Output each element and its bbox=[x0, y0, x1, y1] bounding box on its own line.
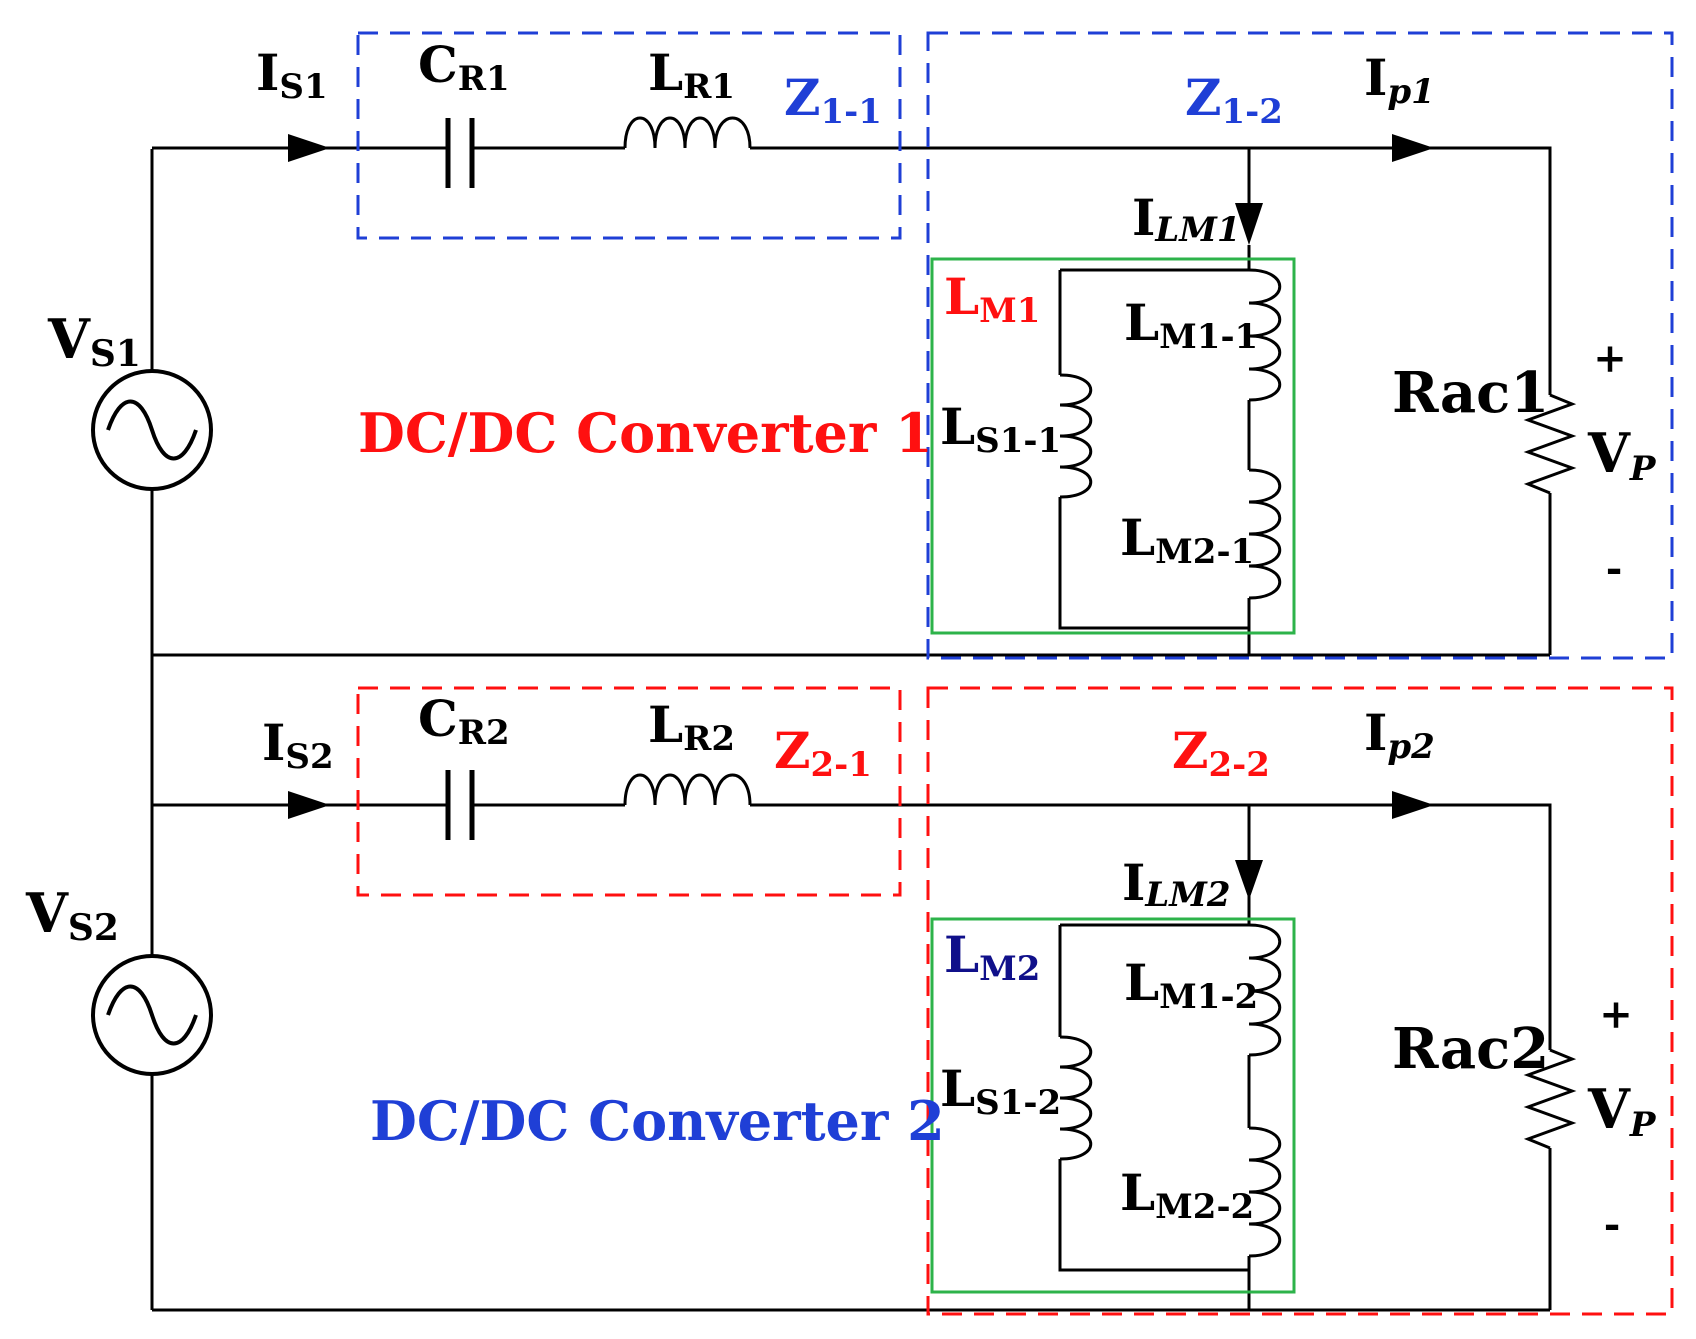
label-cr2: CR2 bbox=[418, 689, 510, 753]
wires-converter-1 bbox=[150, 146, 1552, 1310]
label-z21: Z2-1 bbox=[774, 721, 872, 785]
label-converter-2: DC/DC Converter 2 bbox=[370, 1089, 945, 1153]
label-lm2-group: LM2 bbox=[944, 925, 1040, 989]
arrow-is1 bbox=[288, 134, 330, 162]
label-is2: IS2 bbox=[262, 713, 334, 777]
ac-source-2 bbox=[91, 954, 213, 1076]
arrow-ip2 bbox=[1392, 791, 1434, 819]
arrow-ilm2 bbox=[1235, 860, 1263, 900]
label-ilm2: ILM2 bbox=[1122, 853, 1231, 915]
label-converter-1: DC/DC Converter 1 bbox=[358, 401, 933, 465]
label-lm2-1: LM2-1 bbox=[1120, 508, 1254, 572]
ac-source-1 bbox=[91, 369, 213, 491]
label-lm1-group: LM1 bbox=[944, 267, 1040, 331]
label-is1: IS1 bbox=[256, 43, 328, 107]
label-ls1-1: LS1-1 bbox=[940, 397, 1061, 461]
lm1-group-box bbox=[930, 257, 1296, 635]
inductor-lr1 bbox=[623, 116, 752, 149]
capacitor-cr1 bbox=[445, 118, 475, 188]
label-lr1: LR1 bbox=[648, 43, 735, 107]
label-vp1: VP bbox=[1587, 421, 1657, 489]
capacitor-cr2 bbox=[445, 770, 475, 840]
label-ip2: Ip2 bbox=[1364, 703, 1435, 767]
label-z12: Z1-2 bbox=[1185, 68, 1283, 132]
z11-box bbox=[356, 31, 902, 240]
z12-box bbox=[926, 31, 1674, 660]
z22-box bbox=[926, 686, 1674, 1316]
label-vs2: VS2 bbox=[25, 881, 119, 949]
label-ip1: Ip1 bbox=[1364, 48, 1435, 112]
label-z11: Z1-1 bbox=[784, 68, 882, 132]
arrow-is2 bbox=[288, 791, 330, 819]
coil-ls1-1 bbox=[1059, 373, 1092, 499]
coil-lm1-2 bbox=[1248, 923, 1281, 1057]
label-rac2: Rac2 bbox=[1392, 1016, 1549, 1082]
lm2-group-box bbox=[930, 917, 1296, 1294]
coil-ls1-2 bbox=[1059, 1035, 1092, 1161]
label-vp1-plus: + bbox=[1593, 335, 1627, 382]
label-vp2: VP bbox=[1587, 1077, 1657, 1145]
label-vp2-plus: + bbox=[1599, 991, 1633, 1038]
label-vs1: VS1 bbox=[47, 307, 141, 375]
label-lm1-1: LM1-1 bbox=[1124, 293, 1258, 357]
label-vp1-minus: - bbox=[1606, 545, 1623, 592]
label-vp2-minus: - bbox=[1604, 1201, 1621, 1248]
coil-lm2-2 bbox=[1248, 1126, 1281, 1258]
arrow-ip1 bbox=[1392, 134, 1434, 162]
coil-lm2-1 bbox=[1248, 468, 1281, 600]
wires-converter-2 bbox=[152, 803, 1552, 1312]
coil-lm1-1 bbox=[1248, 268, 1281, 402]
label-ilm1: ILM1 bbox=[1132, 188, 1241, 250]
resistor-rac1 bbox=[1523, 393, 1577, 495]
inductor-lr2 bbox=[623, 773, 752, 806]
label-ls1-2: LS1-2 bbox=[940, 1059, 1061, 1123]
label-z22: Z2-2 bbox=[1172, 721, 1270, 785]
label-lr2: LR2 bbox=[648, 695, 735, 759]
label-lm1-2: LM1-2 bbox=[1124, 953, 1258, 1017]
z21-box bbox=[356, 686, 902, 897]
resistor-rac2 bbox=[1523, 1048, 1577, 1150]
label-rac1: Rac1 bbox=[1392, 360, 1549, 426]
label-lm2-2: LM2-2 bbox=[1120, 1163, 1254, 1227]
arrow-ilm1 bbox=[1235, 203, 1263, 245]
label-cr1: CR1 bbox=[418, 35, 510, 99]
